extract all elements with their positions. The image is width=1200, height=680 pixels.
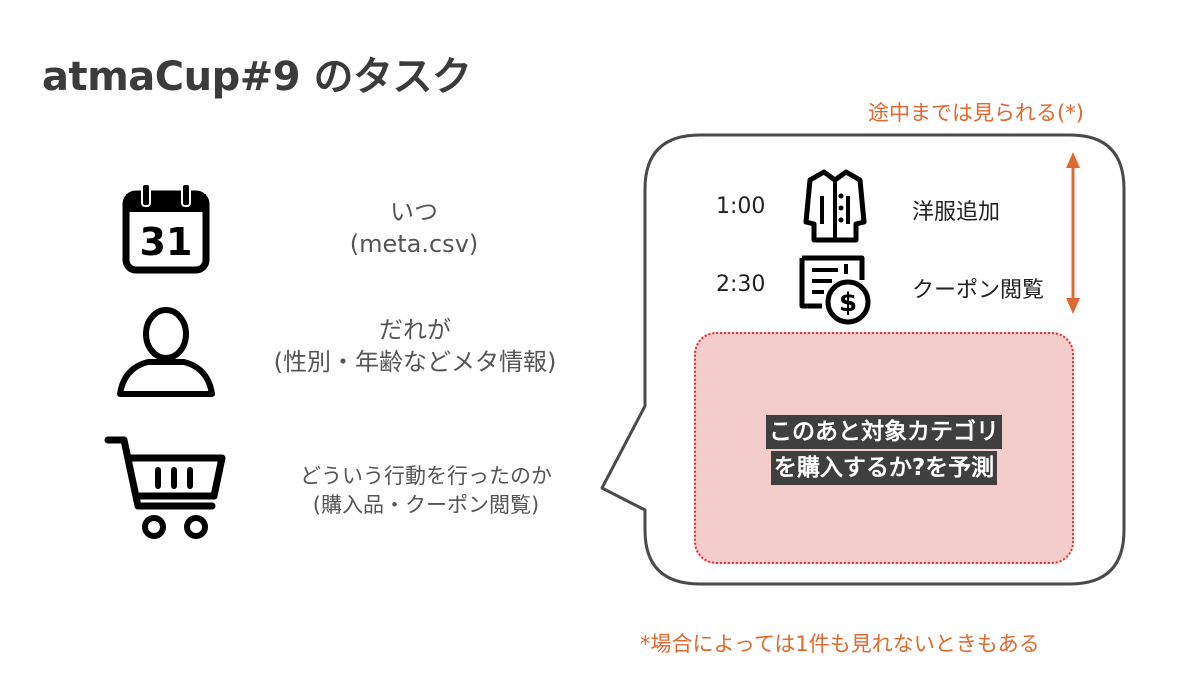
prediction-line-1: このあと対象カテゴリ	[766, 415, 1002, 449]
event-label-1: 洋服追加	[912, 200, 1001, 225]
footnote: *場合によっては1件も見れないときもある	[640, 632, 1040, 656]
who-detail: (性別・年齢などメタ情報)	[273, 348, 557, 376]
shopping-cart-icon	[104, 436, 226, 539]
what-detail: (購入品・クーポン閲覧)	[312, 493, 540, 517]
event-label-2: クーポン閲覧	[912, 278, 1045, 303]
page-title: atmaCup#9 のタスク	[42, 54, 472, 100]
calendar-day-text: 31	[140, 220, 193, 264]
what-title: どういう行動を行ったのか	[300, 464, 552, 488]
prediction-line-2: を購入するか?を予測	[770, 451, 998, 485]
visible-note: 途中までは見られる(*)	[868, 101, 1084, 125]
when-title: いつ	[390, 198, 438, 226]
user-icon	[117, 307, 215, 397]
range-arrow	[1066, 152, 1080, 314]
prediction-text: このあと対象カテゴリ を購入するか?を予測	[694, 414, 1074, 486]
shirt-icon	[803, 169, 867, 243]
who-label: だれが (性別・年齢などメタ情報)	[220, 314, 610, 378]
event-time-2: 2:30	[716, 272, 766, 297]
calendar-icon: 31	[122, 183, 210, 274]
when-detail: (meta.csv)	[349, 230, 479, 258]
svg-text:$: $	[839, 288, 857, 318]
who-title: だれが	[379, 316, 451, 344]
what-label: どういう行動を行ったのか (購入品・クーポン閲覧)	[266, 462, 586, 520]
coupon-icon: $	[799, 255, 871, 325]
event-time-1: 1:00	[716, 194, 766, 219]
when-label: いつ (meta.csv)	[314, 196, 514, 260]
